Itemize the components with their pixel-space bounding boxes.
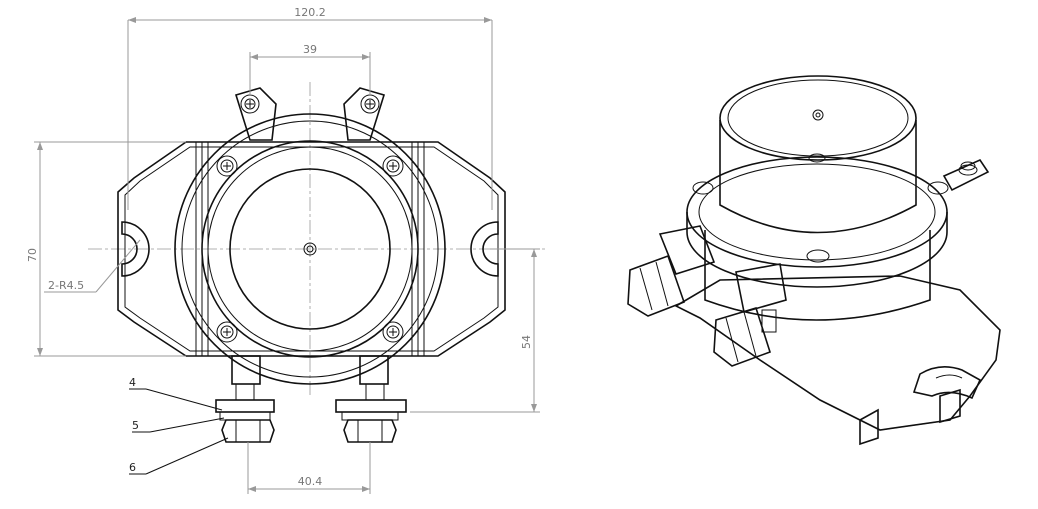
iso-flange-side <box>686 212 948 288</box>
center-boss <box>303 242 317 256</box>
callout-5: 5 <box>132 419 139 432</box>
iso-flange-screws <box>692 153 949 263</box>
inner-ring <box>201 140 419 358</box>
part-callouts: 4 5 6 <box>129 376 229 475</box>
outer-flange-circle <box>174 113 446 385</box>
dimension-bolt-spacing: 39 <box>249 43 371 96</box>
right-cable-gland <box>335 355 407 443</box>
dim-text-40-4: 40.4 <box>298 475 323 488</box>
iso-left-gland <box>627 225 716 317</box>
dim-text-70: 70 <box>26 248 39 262</box>
iso-front-gland <box>713 263 787 367</box>
housing-plate <box>117 141 506 357</box>
dim-text-2-r4-5: 2-R4.5 <box>48 279 84 292</box>
left-mounting-slot <box>121 221 150 277</box>
front-view: 120.2 39 70 2-R4.5 <box>26 6 548 494</box>
iso-base-plate <box>674 275 1001 431</box>
dimension-center-to-base: 54 <box>410 248 540 413</box>
dimension-gland-spacing: 40.4 <box>247 442 371 494</box>
iso-center-boss <box>812 109 824 121</box>
dimension-height: 70 <box>26 141 186 357</box>
iso-cover-top <box>719 75 917 161</box>
iso-front-slot <box>859 366 982 446</box>
left-cable-gland <box>215 355 275 443</box>
iso-top-lug <box>942 158 990 192</box>
isometric-view <box>627 75 1001 446</box>
cover-screws <box>216 155 404 343</box>
callout-6: 6 <box>129 461 136 474</box>
iso-cover-side <box>719 120 917 234</box>
dimension-overall-width: 120.2 <box>127 6 493 210</box>
dim-text-39: 39 <box>303 43 317 56</box>
dim-text-54: 54 <box>520 335 533 349</box>
callout-4: 4 <box>129 376 136 389</box>
dim-text-120-2: 120.2 <box>294 6 326 19</box>
dimension-slot-radius: 2-R4.5 <box>44 239 141 293</box>
right-mounting-slot <box>470 221 499 277</box>
cover-circle <box>229 168 391 330</box>
